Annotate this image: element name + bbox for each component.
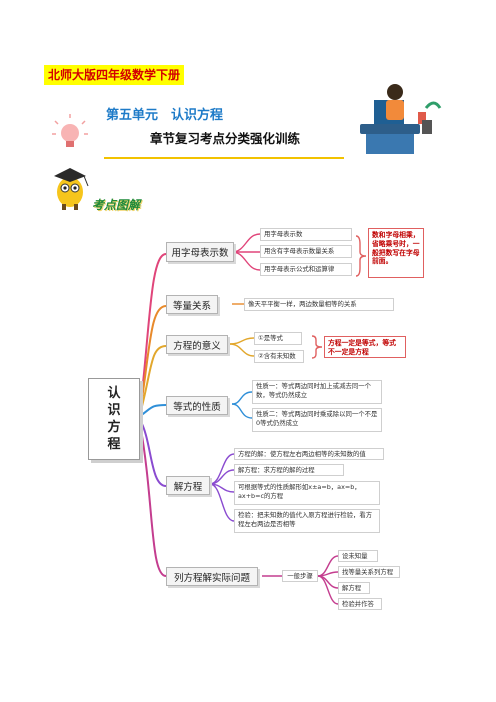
branch-word-problems: 列方程解实际问题 bbox=[166, 567, 258, 586]
section-label: 考点图解 bbox=[92, 198, 141, 212]
leaf-solve-1: 方程的解：使方程左右两边相等的未知数的值 bbox=[234, 448, 384, 460]
lightbulb-icon bbox=[52, 114, 88, 147]
leaf-step-2: 找等量关系列方程 bbox=[338, 566, 400, 578]
branch-letters: 用字母表示数 bbox=[166, 242, 234, 262]
note-letters: 数和字母相乘，省略乘号时，一般把数写在字母前面。 bbox=[368, 228, 424, 278]
leaf-steps: 一般步骤 bbox=[282, 570, 318, 582]
owl-icon bbox=[54, 168, 89, 210]
leaf-solve-3: 可根据等式的性质解形如x±a=b，ax=b，ax+b=c的方程 bbox=[234, 481, 380, 505]
leaf-equality-1: 像天平平衡一样，两边数量相等的关系 bbox=[244, 298, 394, 311]
leaf-property-1: 性质一：等式两边同时加上或减去同一个数，等式仍然成立 bbox=[252, 380, 382, 404]
chapter-subtitle: 章节复习考点分类强化训练 bbox=[150, 131, 301, 146]
leaf-step-1: 设未知量 bbox=[338, 550, 378, 562]
unit-title: 第五单元 认识方程 bbox=[106, 108, 224, 123]
leaf-step-3: 解方程 bbox=[338, 582, 370, 594]
branch-solve: 解方程 bbox=[166, 476, 210, 495]
leaf-letters-2: 用含有字母表示数量关系 bbox=[260, 245, 352, 258]
leaf-solve-2: 解方程：求方程的解的过程 bbox=[234, 464, 344, 476]
leaf-step-4: 检验并作答 bbox=[338, 598, 382, 610]
leaf-letters-3: 用字母表示公式和运算律 bbox=[260, 263, 352, 276]
leaf-letters-1: 用字母表示数 bbox=[260, 228, 352, 241]
leaf-property-2: 性质二：等式两边同时乘或除以同一个不是0等式仍然成立 bbox=[252, 408, 382, 432]
leaf-solve-4: 检验：把未知数的值代入原方程进行检验，看方程左右两边是否相等 bbox=[234, 509, 380, 533]
note-meaning: 方程一定是等式，等式不一定是方程 bbox=[324, 336, 406, 358]
branch-equality: 等量关系 bbox=[166, 295, 218, 314]
center-node-text: 认识方程 bbox=[107, 386, 121, 452]
mindmap-center-node: 认识方程 bbox=[88, 378, 140, 460]
book-title: 北师大版四年级数学下册 bbox=[44, 65, 185, 85]
leaf-meaning-1: ①是等式 bbox=[254, 332, 302, 345]
branch-equation-meaning: 方程的意义 bbox=[166, 335, 228, 354]
center-node-label: 认识方程 bbox=[89, 385, 139, 453]
branch-equation-properties: 等式的性质 bbox=[166, 396, 228, 415]
reading-person-illustration bbox=[360, 84, 442, 154]
leaf-meaning-2: ②含有未知数 bbox=[254, 350, 304, 363]
title-underline bbox=[104, 157, 344, 159]
